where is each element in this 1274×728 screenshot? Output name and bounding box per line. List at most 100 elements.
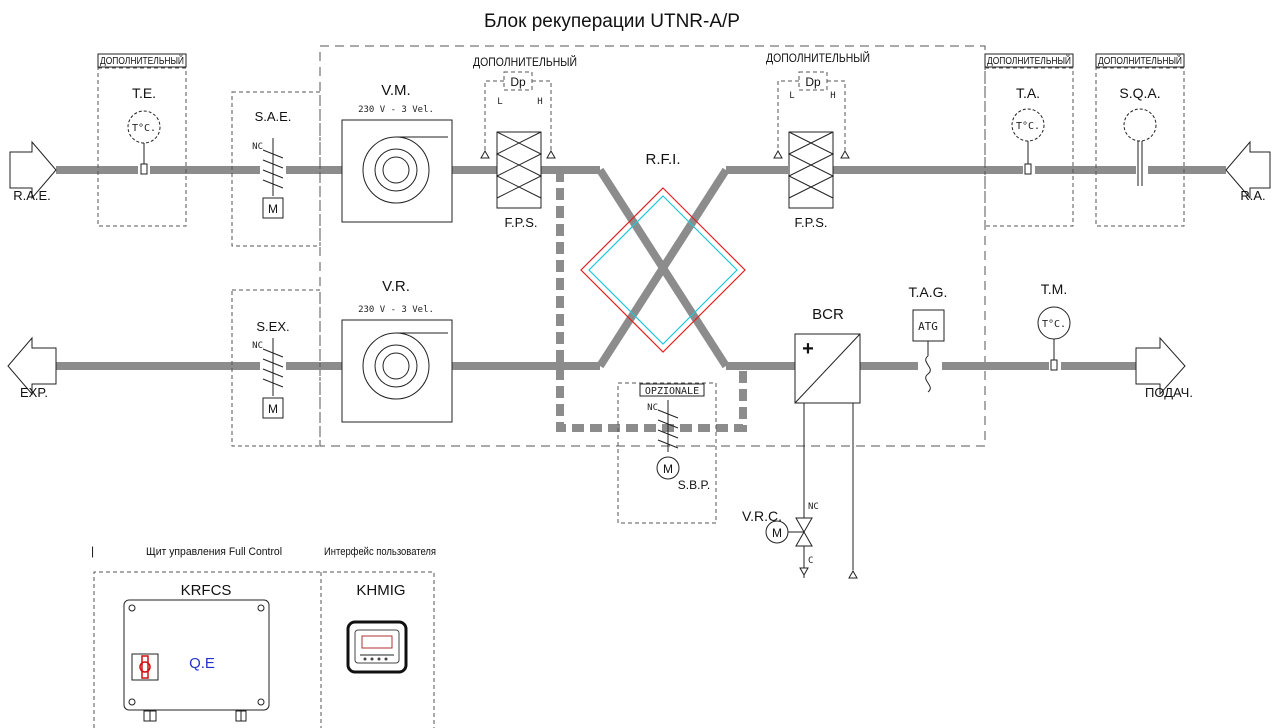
optional-tag-ta — [984, 53, 1074, 68]
krfcs-enclosure — [123, 599, 270, 711]
opzionale-label: OPZIONALE — [645, 386, 699, 397]
atg-capillary-icon — [925, 355, 931, 393]
sqa-sensor-icon — [1123, 108, 1157, 142]
sae-damper-icon — [262, 138, 284, 196]
left-caption-marker: | — [91, 544, 94, 558]
fps-left: ДОПОЛНИТЕЛЬНЫЙ Dp L H F.P.S. — [473, 54, 577, 230]
bcr-label: BCR — [812, 306, 844, 323]
vr-fan-icon — [362, 332, 430, 400]
optional-label-fps-right: ДОПОЛНИТЕЛЬНЫЙ — [766, 50, 870, 65]
vrc-c: C — [808, 556, 813, 566]
vm-spec: 230 V - 3 Vel. — [358, 105, 434, 115]
sae-nc: NC — [252, 142, 263, 152]
sbp-motor-icon — [656, 456, 680, 480]
fps-right: ДОПОЛНИТЕЛЬНЫЙ Dp L H F.P.S. — [766, 50, 870, 230]
rae-label: R.A.E. — [13, 188, 51, 203]
sbp-damper-icon — [657, 400, 679, 452]
vm-fan-icon — [362, 136, 430, 204]
fps-right-filter-icon — [788, 131, 834, 209]
heat-exchanger: R.F.I. — [580, 151, 746, 353]
dp-right: Dp — [805, 75, 821, 89]
vr-spec: 230 V - 3 Vel. — [358, 305, 434, 315]
vrc-nc: NC — [808, 502, 819, 512]
tag-label: T.A.G. — [909, 284, 948, 300]
panel-left-caption: Щит управления Full Control — [146, 546, 282, 558]
crossover-ducts — [596, 167, 730, 369]
tm-sensor-text: T°C. — [1042, 319, 1066, 330]
optional-label-fps-left: ДОПОЛНИТЕЛЬНЫЙ — [473, 54, 577, 69]
exp-label: EXP. — [20, 385, 48, 400]
sex-damper-icon — [262, 338, 284, 396]
dp-left: Dp — [510, 75, 526, 89]
bcr-coil: BCR + — [794, 306, 861, 579]
ta-sensor-icon — [1011, 108, 1045, 142]
sbp-nc: NC — [647, 403, 658, 413]
dp-right-h: H — [830, 91, 835, 101]
tm-group: T.M. T°C. — [1037, 281, 1071, 371]
optional-label-sqa: ДОПОЛНИТЕЛЬНЫЙ — [1098, 54, 1182, 67]
arrow-rae: R.A.E. — [9, 140, 57, 203]
te-label: T.E. — [132, 85, 156, 101]
khmig-label: KHMIG — [356, 582, 405, 599]
unit-boundary — [319, 45, 986, 447]
vr-label: V.R. — [382, 278, 410, 295]
ta-sensor-text: T°C. — [1016, 121, 1040, 132]
atg-text: ATG — [918, 320, 938, 333]
vrc-label: V.R.C. — [742, 508, 782, 524]
krfcs-label: KRFCS — [181, 582, 232, 599]
optional-label-te: ДОПОЛНИТЕЛЬНЫЙ — [100, 54, 184, 67]
bcr-plus: + — [802, 338, 814, 360]
te-group: ДОПОЛНИТЕЛЬНЫЙ T.E. T°C. — [97, 53, 187, 227]
panel-right-caption: Интерфейс пользователя — [324, 546, 436, 558]
khmig-device-icon — [346, 620, 408, 674]
sqa-group: ДОПОЛНИТЕЛЬНЫЙ S.Q.A. — [1095, 53, 1185, 227]
sex-nc: NC — [252, 341, 263, 351]
arrow-supply: ПОДАЧ. — [1135, 336, 1193, 400]
optional-tag-te — [97, 53, 187, 68]
sae-motor-icon — [262, 197, 284, 219]
vrc-valve-icon — [795, 517, 813, 534]
ta-group: ДОПОЛНИТЕЛЬНЫЙ T.A. T°C. — [984, 53, 1074, 227]
tag-group: T.A.G. ATG — [909, 284, 948, 393]
vm-fan: V.M. 230 V - 3 Vel. — [341, 82, 453, 223]
vrc-group: V.R.C. M NC C — [742, 502, 819, 577]
te-sensor-icon — [127, 110, 161, 144]
ta-label: T.A. — [1016, 85, 1040, 101]
te-sensor-text: T°C. — [132, 123, 156, 134]
control-panel-section: | Щит управления Full Control Интерфейс … — [91, 544, 436, 728]
optional-tag-sqa — [1095, 53, 1185, 68]
qe-label: Q.E — [189, 655, 215, 672]
arrow-exp: EXP. — [7, 336, 57, 400]
sex-motor-text: M — [268, 402, 278, 416]
sex-label: S.EX. — [256, 319, 289, 334]
dp-left-h: H — [537, 97, 542, 107]
vm-label: V.M. — [381, 82, 410, 99]
sex-group: S.EX. NC M — [231, 289, 321, 447]
supply-label: ПОДАЧ. — [1145, 385, 1193, 400]
sae-label: S.A.E. — [255, 109, 292, 124]
fps-left-label: F.P.S. — [504, 215, 537, 230]
ra-label: R.A. — [1240, 188, 1265, 203]
bypass-duct — [556, 170, 747, 432]
sbp-group: OPZIONALE NC M S.B.P. — [617, 382, 717, 524]
diagram-title: Блок рекуперации UTNR-A/P — [484, 11, 740, 32]
sbp-label: S.B.P. — [678, 478, 710, 492]
sex-motor-icon — [262, 397, 284, 419]
rfi-label: R.F.I. — [645, 151, 680, 168]
dp-left-l: L — [497, 97, 502, 107]
sae-motor-text: M — [268, 202, 278, 216]
sbp-motor-text: M — [663, 462, 673, 476]
vr-fan: V.R. 230 V - 3 Vel. — [341, 278, 453, 423]
atg-box-icon — [912, 309, 945, 342]
sqa-label: S.Q.A. — [1119, 85, 1160, 101]
tm-label: T.M. — [1041, 281, 1067, 297]
fps-right-label: F.P.S. — [794, 215, 827, 230]
fps-left-filter-icon — [496, 131, 542, 209]
vrc-motor-text: M — [772, 526, 782, 540]
arrow-ra: R.A. — [1225, 140, 1271, 203]
dp-right-l: L — [789, 91, 794, 101]
optional-label-ta: ДОПОЛНИТЕЛЬНЫЙ — [987, 54, 1071, 67]
vrc-motor-icon — [765, 520, 789, 544]
sae-group: S.A.E. NC M — [231, 91, 321, 247]
